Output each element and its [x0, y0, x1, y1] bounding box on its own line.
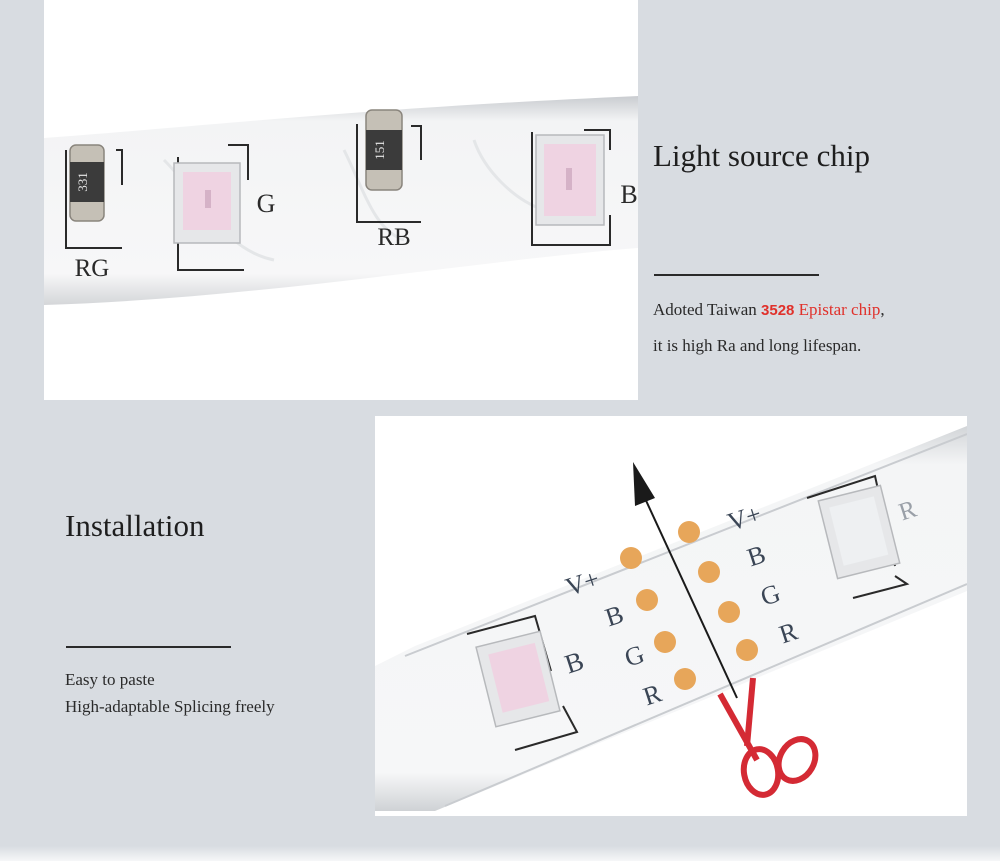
resistor-331: 331	[65, 144, 123, 249]
strip-body	[375, 426, 967, 811]
resistor-151: 151	[356, 109, 422, 223]
strip-body	[44, 96, 638, 305]
led-strip-cut-diagram: B R V+ B G R V+	[375, 426, 967, 811]
label-rb: RB	[377, 224, 410, 251]
left-solder-pads	[620, 547, 696, 690]
cut-line-arrow	[633, 462, 738, 699]
chip-model-number: 3528	[761, 302, 795, 319]
chip-description-line1: Adoted Taiwan 3528 Epistar chip,	[653, 300, 885, 320]
label-rg: RG	[75, 255, 110, 282]
label-g: G	[257, 189, 276, 218]
install-line2: High-adaptable Splicing freely	[65, 697, 275, 716]
label-b: B	[620, 180, 637, 209]
chip-brand-highlight: Epistar chip	[794, 300, 881, 319]
page-bottom-edge	[0, 846, 1000, 861]
led-strip-closeup: 331 RG G 151 RB B	[44, 96, 638, 305]
chip-desc-prefix: Adoted Taiwan	[653, 300, 762, 319]
led-chip-right	[806, 474, 910, 599]
scissors-icon	[717, 677, 819, 798]
led-chip-g	[173, 144, 249, 271]
chip-desc-suffix: ,	[880, 300, 885, 319]
chip-description-line2: it is high Ra and long lifespan.	[653, 336, 862, 355]
chip-section-divider	[654, 274, 819, 276]
chip-product-photo: 331 RG G 151 RB B	[44, 0, 638, 400]
resistor-1-code: 331	[75, 172, 90, 192]
install-line1: Easy to paste	[65, 670, 155, 689]
chip-section-title: Light source chip	[653, 138, 870, 173]
install-section-divider	[66, 646, 231, 648]
led-chip-left	[466, 614, 579, 751]
install-product-photo: B R V+ B G R V+	[375, 416, 967, 816]
led-chip-b	[531, 129, 611, 246]
resistor-2-code: 151	[372, 140, 387, 160]
install-section-title: Installation	[65, 508, 205, 543]
right-solder-pads	[678, 521, 758, 661]
